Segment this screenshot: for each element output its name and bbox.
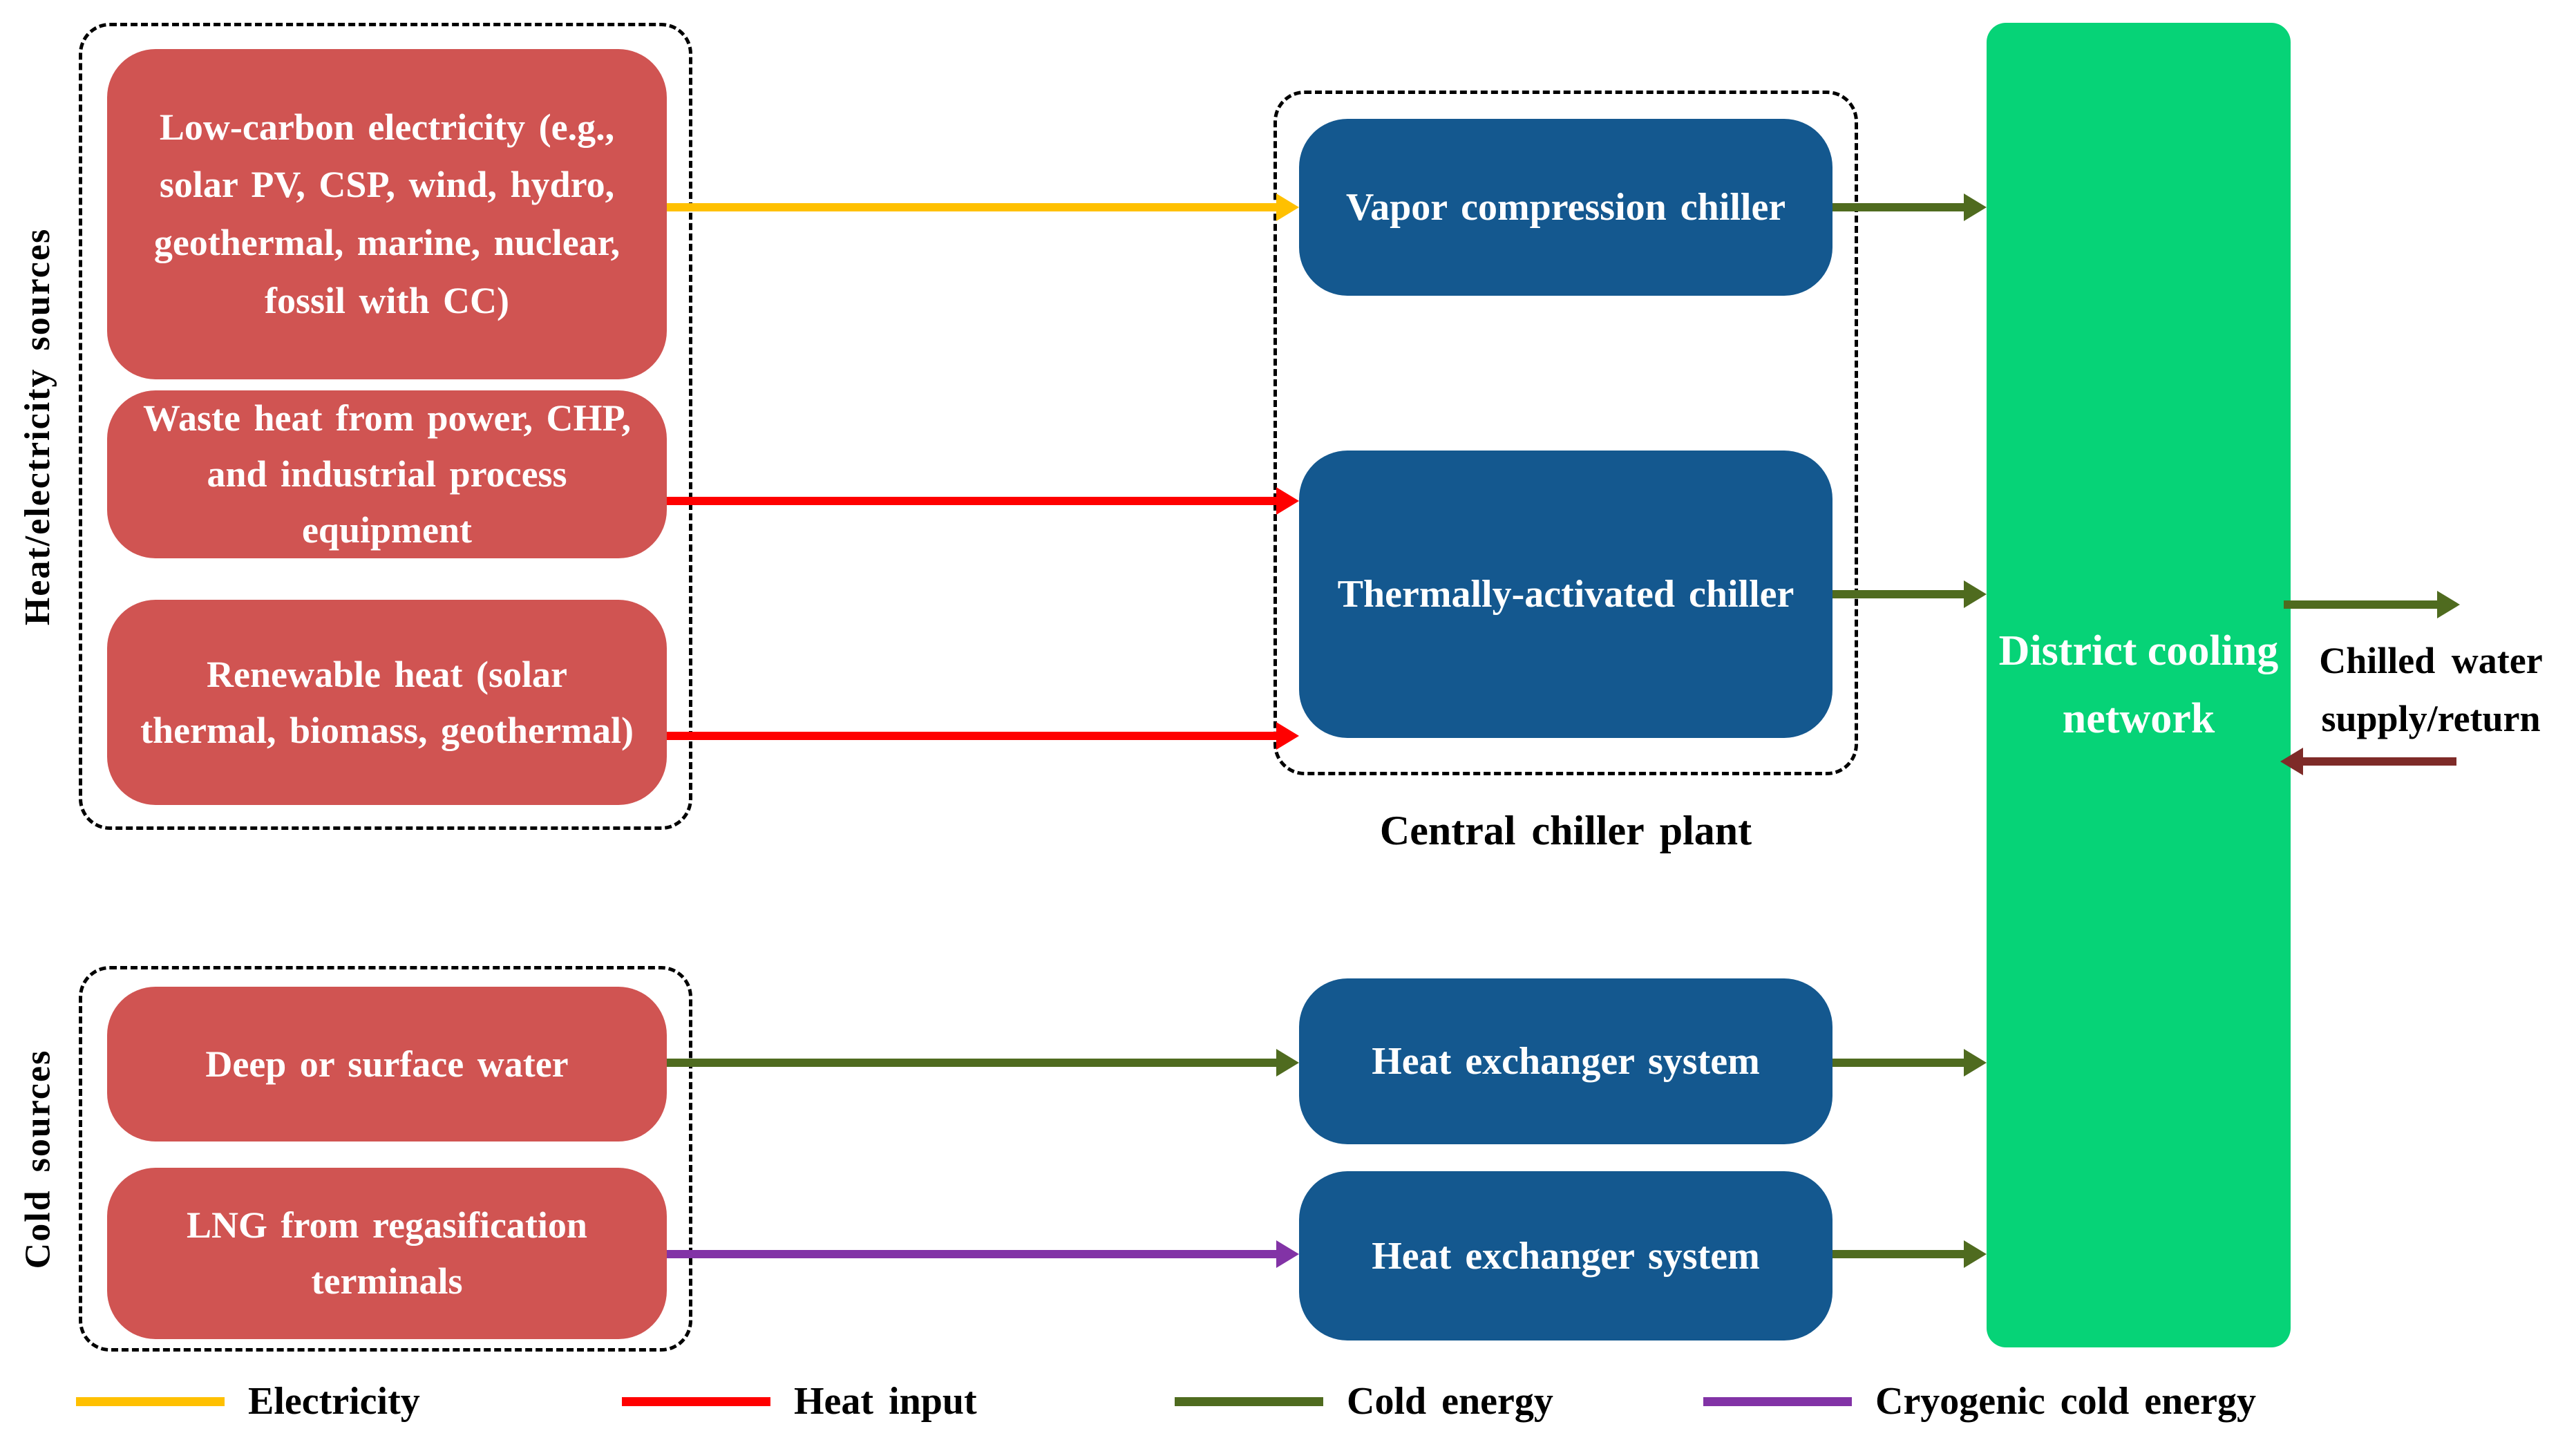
cold-energy-arrow-head: [1964, 193, 1987, 221]
heat-exchanger-system-box-1: Heat exchanger system: [1299, 978, 1832, 1144]
legend-item-heat-input: Heat input: [622, 1374, 977, 1429]
cold-energy-legend-swatch: [1175, 1396, 1323, 1406]
cryogenic-arrow-head: [1276, 1240, 1299, 1268]
heat-input-arrow-1-head: [1276, 487, 1299, 515]
electricity-legend-label: Electricity: [248, 1380, 420, 1423]
cold-energy-arrow-head: [1276, 1049, 1299, 1077]
cryogenic-arrow-shaft: [667, 1250, 1281, 1258]
cold-energy-arrow-shaft: [1832, 1250, 1969, 1258]
supply-arrow-shaft: [2284, 600, 2442, 609]
cold-energy-arrow-head: [1964, 1049, 1987, 1077]
heat-input-arrow-2-shaft: [667, 732, 1281, 740]
central-chiller-plant-caption: Central chiller plant: [1379, 808, 1752, 853]
cold-energy-arrow-shaft: [1832, 203, 1969, 211]
heat-input-arrow-1: [667, 480, 1299, 522]
heat-electricity-sources-label: Heat/electricity sources: [18, 227, 58, 625]
heat-input-legend-label: Heat input: [794, 1380, 977, 1423]
electricity-legend-swatch: [76, 1396, 225, 1406]
heat-input-arrow-2: [667, 715, 1299, 757]
legend-item-cold-energy: Cold energy: [1175, 1374, 1553, 1429]
cold-energy-legend-label: Cold energy: [1347, 1380, 1553, 1423]
cold-energy-arrow-thermal-to-network: [1832, 574, 1987, 615]
legend-item-electricity: Electricity: [76, 1374, 420, 1429]
return-arrow-head: [2280, 748, 2303, 775]
heat-exchanger-system-box-2: Heat exchanger system: [1299, 1171, 1832, 1340]
electricity-arrow: [667, 187, 1299, 228]
chilled-water-supply-arrow: [2284, 584, 2460, 625]
source-box-deep-surface-water: Deep or surface water: [107, 987, 667, 1141]
cryogenic-legend-label: Cryogenic cold energy: [1875, 1380, 2256, 1423]
source-box-low-carbon-electricity: Low-carbon electricity (e.g., solar PV, …: [107, 49, 667, 379]
source-box-renewable-heat: Renewable heat (solar thermal, biomass, …: [107, 600, 667, 805]
electricity-arrow-shaft: [667, 203, 1281, 211]
cold-sources-frame: [79, 966, 692, 1352]
cold-energy-arrow-water-to-hx1: [667, 1042, 1299, 1083]
heat-electricity-sources-frame: [79, 23, 692, 830]
chilled-water-label-line2: supply/return: [2321, 697, 2541, 739]
cold-energy-arrow-hx2-to-network: [1832, 1233, 1987, 1275]
electricity-arrow-head: [1276, 193, 1299, 221]
cold-energy-arrow-shaft: [1832, 590, 1969, 598]
cold-sources-label-wrap: Cold sources: [0, 966, 76, 1352]
supply-arrow-head: [2437, 591, 2460, 618]
central-chiller-plant-frame: [1273, 91, 1858, 775]
cold-energy-arrow-shaft: [1832, 1059, 1969, 1067]
chilled-water-supply-return-label: Chilled water supply/return: [2293, 632, 2569, 748]
heat-input-arrow-2-head: [1276, 722, 1299, 750]
cryogenic-cold-energy-arrow-lng-to-hx2: [667, 1233, 1299, 1275]
cold-sources-label: Cold sources: [18, 1049, 58, 1269]
district-cooling-network-box: District cooling network: [1987, 23, 2291, 1347]
cryogenic-legend-swatch: [1703, 1396, 1852, 1406]
cold-energy-arrow-head: [1964, 580, 1987, 608]
cold-energy-arrow-hx1-to-network: [1832, 1042, 1987, 1083]
chilled-water-label-line1: Chilled water: [2319, 640, 2543, 681]
heat-input-arrow-1-shaft: [667, 497, 1281, 505]
cold-energy-arrow-vapor-to-network: [1832, 187, 1987, 228]
source-box-lng-regasification: LNG from regasification terminals: [107, 1168, 667, 1339]
heat-input-legend-swatch: [622, 1396, 770, 1406]
cold-energy-arrow-head: [1964, 1240, 1987, 1268]
heat-electricity-sources-label-wrap: Heat/electricity sources: [0, 23, 76, 830]
thermally-activated-chiller-box: Thermally-activated chiller: [1299, 451, 1832, 738]
vapor-compression-chiller-box: Vapor compression chiller: [1299, 119, 1832, 296]
return-arrow-shaft: [2298, 757, 2456, 766]
cold-energy-arrow-shaft: [667, 1059, 1281, 1067]
legend-item-cryogenic-cold-energy: Cryogenic cold energy: [1703, 1374, 2256, 1429]
source-box-waste-heat: Waste heat from power, CHP, and industri…: [107, 390, 667, 558]
chilled-water-return-arrow: [2280, 741, 2456, 782]
